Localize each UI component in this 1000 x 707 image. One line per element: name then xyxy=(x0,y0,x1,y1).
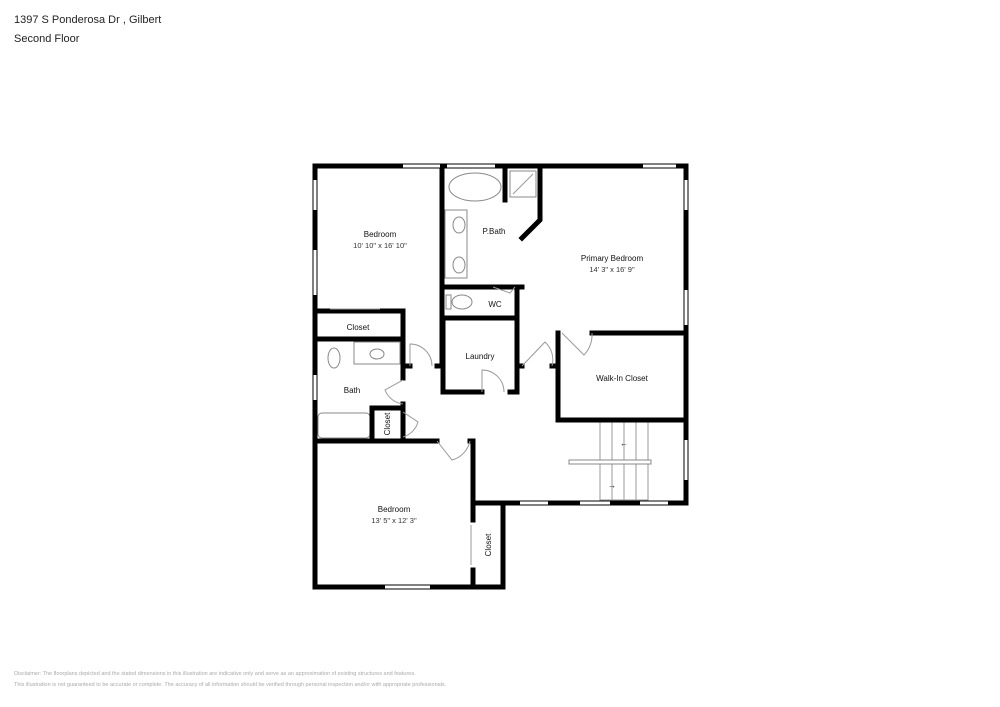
door-icon xyxy=(384,379,404,405)
disclaimer-line-2: This illustration is not guaranteed to b… xyxy=(14,682,447,688)
door-icon xyxy=(481,369,505,393)
room-closet: Closet xyxy=(347,323,370,332)
walls xyxy=(312,163,689,590)
room-pbath: P.Bath xyxy=(483,227,506,236)
room-bedroom-1: Bedroom xyxy=(364,230,397,239)
windows xyxy=(313,164,688,589)
bathtub-icon xyxy=(448,172,502,202)
door-icon xyxy=(409,343,433,367)
address-title: 1397 S Ponderosa Dr , Gilbert xyxy=(14,14,162,26)
disclaimer-line-1: Disclaimer: The floorplans depicted and … xyxy=(14,671,416,677)
floor-label: Second Floor xyxy=(14,33,80,45)
doors xyxy=(330,286,593,565)
sink-icon xyxy=(369,348,385,360)
room-closet-small: Closet xyxy=(383,412,392,435)
bathtub-icon xyxy=(317,412,371,439)
arrow-right-icon: → xyxy=(608,481,616,490)
door-icon xyxy=(436,440,471,461)
room-closet-bedroom-2: Closet xyxy=(484,533,493,556)
room-primary-bedroom: Primary Bedroom xyxy=(581,254,644,263)
room-wc: WC xyxy=(488,300,502,309)
room-bedroom-2-dims: 13' 5" x 12' 3" xyxy=(371,516,417,525)
door-icon xyxy=(521,341,554,367)
room-bedroom-1-dims: 10' 10" x 16' 10" xyxy=(353,241,407,250)
room-primary-bedroom-dims: 14' 3" x 16' 9" xyxy=(589,265,635,274)
door-icon xyxy=(402,411,419,438)
sink-icon xyxy=(452,256,466,274)
room-labels: Bedroom 10' 10" x 16' 10" P.Bath Primary… xyxy=(344,227,649,556)
room-walk-in-closet: Walk-In Closet xyxy=(596,374,648,383)
fixtures xyxy=(317,170,537,439)
door-icon xyxy=(492,286,516,294)
toilet-icon xyxy=(327,347,341,369)
room-bedroom-2: Bedroom xyxy=(378,505,411,514)
sink-icon xyxy=(452,216,466,234)
door-icon xyxy=(561,332,593,356)
room-bath: Bath xyxy=(344,386,360,395)
stairs: ← → xyxy=(568,421,652,501)
room-laundry: Laundry xyxy=(466,352,495,361)
toilet-icon xyxy=(451,294,473,310)
arrow-left-icon: ← xyxy=(620,439,628,448)
